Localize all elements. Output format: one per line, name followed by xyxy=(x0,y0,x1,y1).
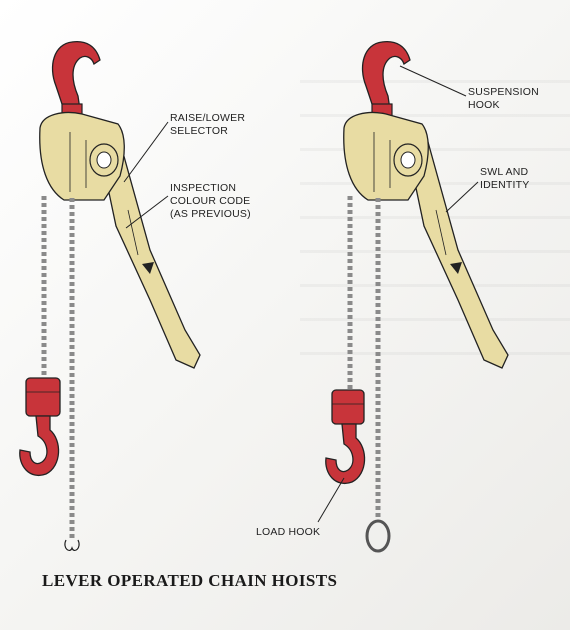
swl-line-1: SWL AND xyxy=(480,166,529,178)
right-chain-end-ring xyxy=(365,519,391,553)
suspension-line-2: HOOK xyxy=(468,99,500,111)
load-hook-label: LOAD HOOK xyxy=(256,526,320,539)
raise-lower-selector-label: RAISE/LOWER SELECTOR xyxy=(170,112,245,138)
leader-inspection xyxy=(125,195,169,229)
inspection-line-1: INSPECTION xyxy=(170,182,237,194)
figure-caption: LEVER OPERATED CHAIN HOISTS xyxy=(42,571,338,590)
right-load-block xyxy=(331,389,365,425)
right-load-hook-icon xyxy=(325,423,366,484)
raise-lower-line-1: RAISE/LOWER xyxy=(170,112,246,124)
left-load-block xyxy=(25,377,61,417)
leader-raise-lower xyxy=(123,121,169,183)
load-hook-text: LOAD HOOK xyxy=(256,526,321,538)
swl-line-2: IDENTITY xyxy=(480,179,530,191)
left-lever-arrow-icon xyxy=(142,262,154,274)
swl-identity-label: SWL AND IDENTITY xyxy=(480,166,529,192)
left-hoist xyxy=(19,40,201,552)
right-hoist-body xyxy=(343,111,429,201)
leader-suspension xyxy=(399,65,467,97)
inspection-line-2: COLOUR CODE xyxy=(170,195,251,207)
inspection-line-3: (AS PREVIOUS) xyxy=(170,208,251,220)
right-lever-arrow-icon xyxy=(450,262,462,274)
inspection-colour-code-label: INSPECTION COLOUR CODE (AS PREVIOUS) xyxy=(170,182,251,221)
left-hoist-body xyxy=(39,111,125,201)
suspension-hook-label: SUSPENSION HOOK xyxy=(468,86,539,112)
right-suspension-hook-icon xyxy=(361,40,411,111)
left-load-hook-icon xyxy=(19,415,60,476)
raise-lower-line-2: SELECTOR xyxy=(170,125,229,137)
leader-swl xyxy=(445,181,479,213)
leader-lines xyxy=(123,65,479,523)
right-lever-handle xyxy=(407,141,509,369)
suspension-line-1: SUSPENSION xyxy=(468,86,539,98)
leader-load-hook xyxy=(317,477,345,523)
left-lever-handle xyxy=(99,141,201,369)
right-hoist xyxy=(325,40,509,553)
left-suspension-hook-icon xyxy=(51,40,101,111)
